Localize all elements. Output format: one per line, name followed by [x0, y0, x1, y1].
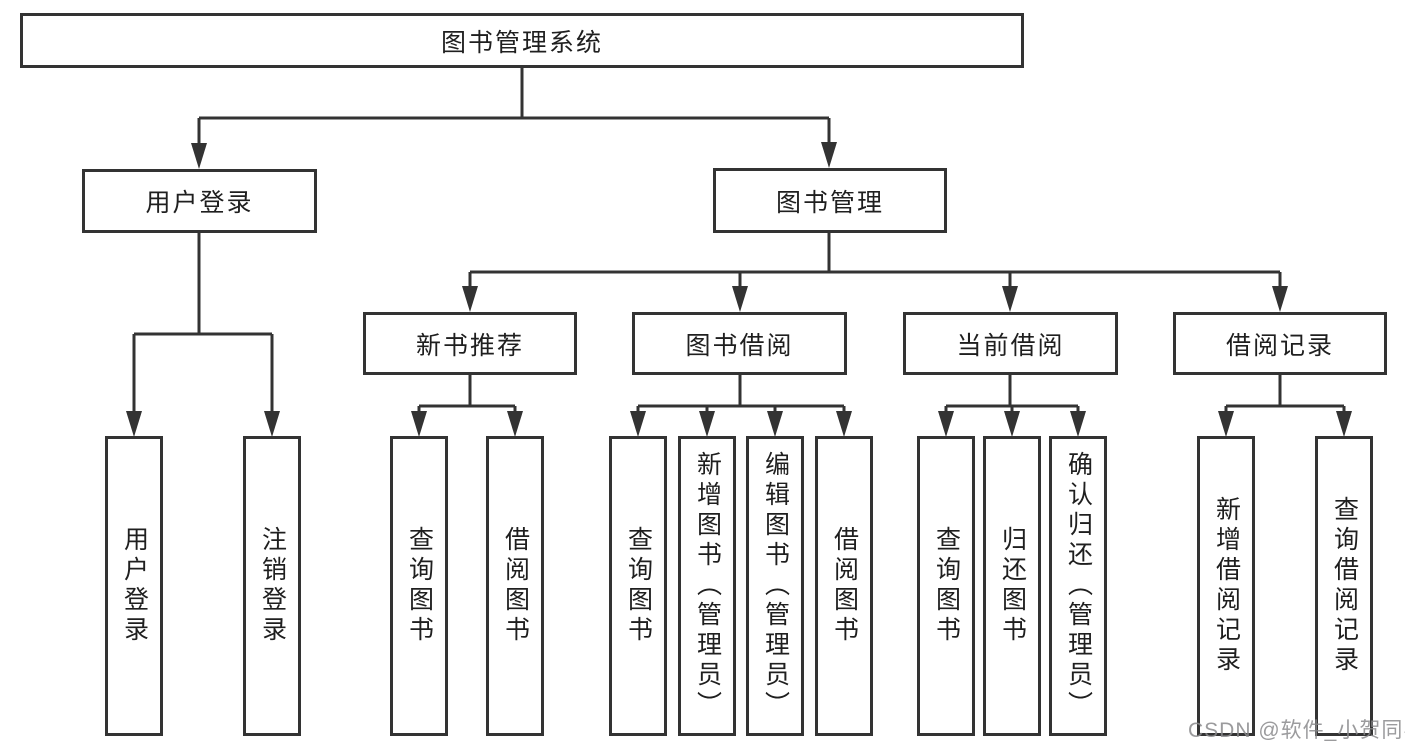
node-book-management: 图书管理 — [713, 168, 947, 233]
leaf-query-books-1: 查询图书 — [390, 436, 448, 736]
arrowhead-query-record — [1336, 411, 1352, 437]
node-new-book-recommend-label: 新书推荐 — [415, 331, 524, 360]
node-borrow-records: 借阅记录 — [1173, 312, 1387, 375]
leaf-query-books-3-label: 查询图书 — [932, 526, 961, 646]
arrowhead-borrow-books-2 — [836, 411, 852, 437]
node-borrow-records-label: 借阅记录 — [1225, 331, 1334, 360]
leaf-query-books-3: 查询图书 — [917, 436, 975, 736]
node-root-label: 图书管理系统 — [440, 28, 603, 57]
arrowhead-query-books-1 — [411, 411, 427, 437]
node-book-borrow-label: 图书借阅 — [685, 331, 794, 360]
leaf-confirm-return-admin-label: 确认归还（管理员） — [1064, 451, 1093, 721]
leaf-edit-books-admin-label: 编辑图书（管理员） — [761, 451, 790, 721]
connector-borrow-records-to-leaves — [1218, 374, 1352, 437]
arrowhead-leaf-user-login — [126, 411, 142, 437]
leaf-add-borrow-record-label: 新增借阅记录 — [1212, 496, 1241, 676]
leaf-add-books-admin-label: 新增图书（管理员） — [693, 451, 722, 721]
node-book-borrow: 图书借阅 — [632, 312, 847, 375]
leaf-return-books-label: 归还图书 — [998, 526, 1027, 646]
arrowhead-borrow-records — [1272, 286, 1288, 312]
leaf-borrow-books-2: 借阅图书 — [815, 436, 873, 736]
arrowhead-leaf-logout — [264, 411, 280, 437]
arrowhead-book-management — [821, 142, 837, 168]
node-new-book-recommend: 新书推荐 — [363, 312, 577, 375]
leaf-add-borrow-record: 新增借阅记录 — [1197, 436, 1255, 736]
watermark-text: CSDN @软件_小贺同学 — [1188, 719, 1405, 742]
connector-book-borrow-to-leaves — [630, 375, 852, 437]
node-user-login: 用户登录 — [82, 169, 317, 233]
node-current-borrow-label: 当前借阅 — [956, 331, 1065, 360]
leaf-query-books-1-label: 查询图书 — [405, 526, 434, 646]
leaf-query-borrow-record-label: 查询借阅记录 — [1330, 496, 1359, 676]
leaf-user-login-label: 用户登录 — [120, 526, 149, 646]
leaf-return-books: 归还图书 — [983, 436, 1041, 736]
leaf-borrow-books-1: 借阅图书 — [486, 436, 544, 736]
arrowhead-confirm-return — [1070, 411, 1086, 437]
leaf-user-login: 用户登录 — [105, 436, 163, 736]
leaf-logout: 注销登录 — [243, 436, 301, 736]
arrowhead-book-borrow — [732, 286, 748, 312]
node-root: 图书管理系统 — [20, 13, 1024, 68]
leaf-query-books-2: 查询图书 — [609, 436, 667, 736]
node-user-login-label: 用户登录 — [145, 189, 254, 217]
arrowhead-user-login — [191, 143, 207, 169]
node-current-borrow: 当前借阅 — [903, 312, 1118, 375]
leaf-add-books-admin: 新增图书（管理员） — [678, 436, 736, 736]
arrowhead-add-books — [699, 411, 715, 437]
leaf-query-books-2-label: 查询图书 — [624, 526, 653, 646]
leaf-borrow-books-2-label: 借阅图书 — [830, 526, 859, 646]
leaf-borrow-books-1-label: 借阅图书 — [501, 526, 530, 646]
connector-user-login-to-leaves — [126, 233, 280, 437]
arrowhead-query-books-3 — [938, 411, 954, 437]
arrowhead-return-books — [1004, 411, 1020, 437]
leaf-edit-books-admin: 编辑图书（管理员） — [746, 436, 804, 736]
connector-current-borrow-to-leaves — [938, 375, 1086, 437]
arrowhead-edit-books — [767, 411, 783, 437]
leaf-logout-label: 注销登录 — [258, 526, 287, 646]
node-book-management-label: 图书管理 — [775, 188, 884, 217]
connector-new-book-to-leaves — [411, 375, 523, 437]
arrowhead-add-record — [1218, 411, 1234, 437]
leaf-query-borrow-record: 查询借阅记录 — [1315, 436, 1373, 736]
arrowhead-query-books-2 — [630, 411, 646, 437]
arrowhead-new-book — [462, 286, 478, 312]
connector-book-management-to-level2 — [462, 233, 1288, 312]
leaf-confirm-return-admin: 确认归还（管理员） — [1049, 436, 1107, 736]
arrowhead-current-borrow — [1002, 286, 1018, 312]
arrowhead-borrow-books-1 — [507, 411, 523, 437]
connector-root-to-level1 — [191, 68, 837, 169]
